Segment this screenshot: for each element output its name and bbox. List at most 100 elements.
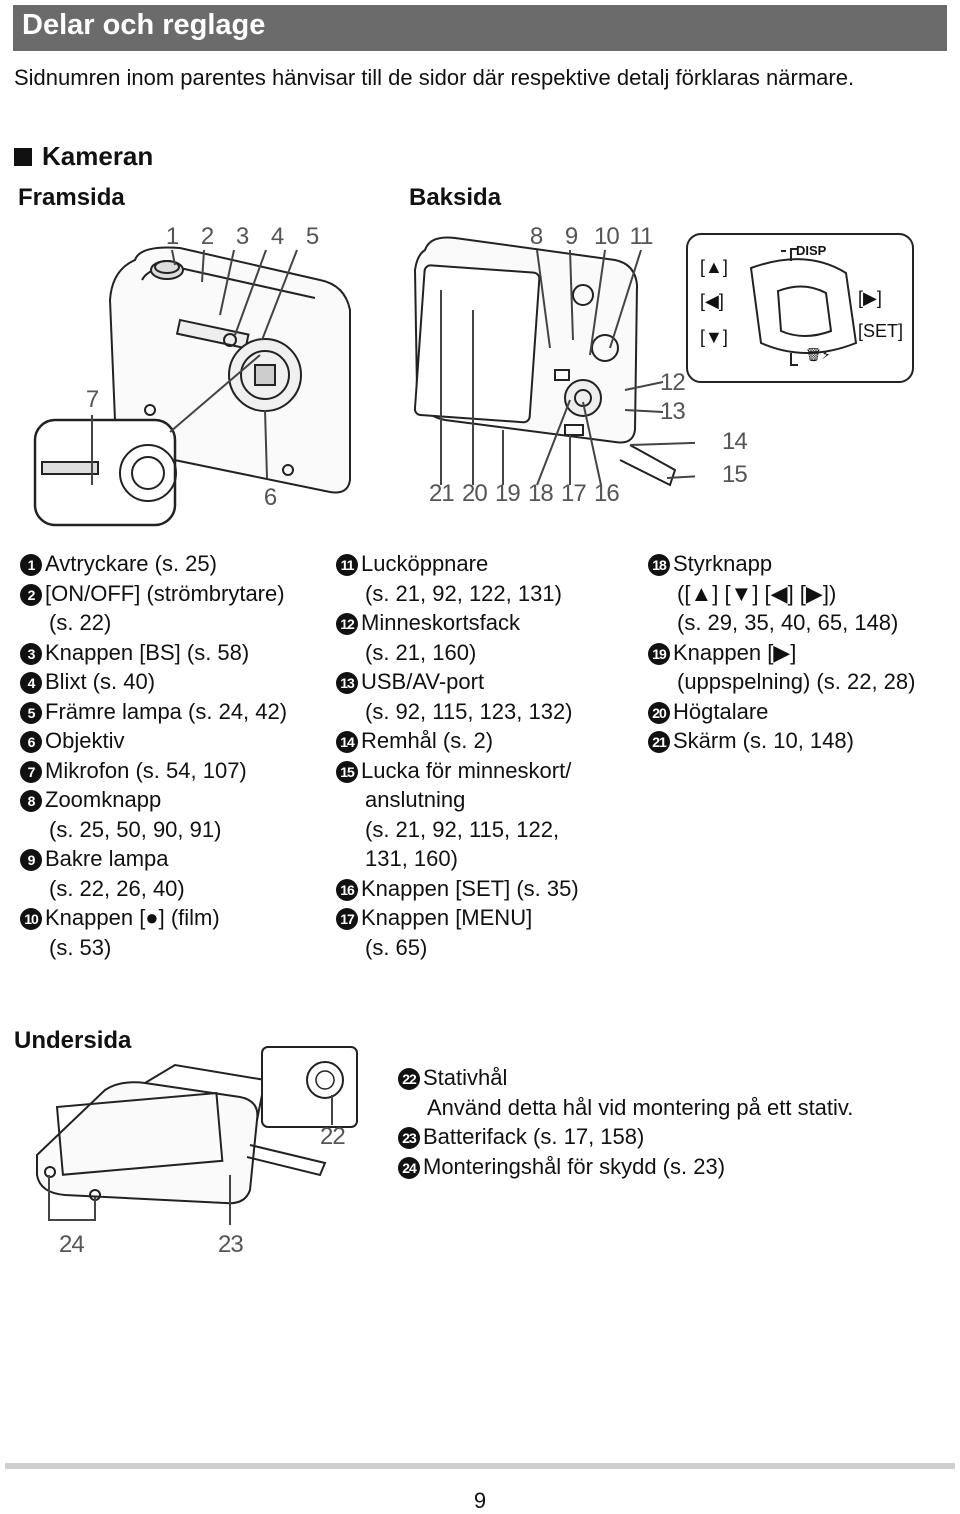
item-continuation: (s. 22, 26, 40) [49, 875, 185, 901]
item-continuation: Använd detta hål vid montering på ett st… [427, 1094, 854, 1120]
item-label: Knappen [BS] (s. 58) [45, 639, 250, 665]
item-number-badge: 1 [20, 554, 42, 577]
back-camera-illustration [413, 236, 695, 487]
callout-3: 3 [235, 223, 249, 250]
item-continuation: ([▲] [▼] [◀] [▶]) [677, 580, 837, 606]
item-number-badge: 24 [398, 1156, 420, 1179]
item-continuation: (s. 22) [49, 610, 112, 635]
callout-16: 16 [594, 480, 620, 507]
item-label: Mikrofon (s. 54, 107) [45, 757, 247, 783]
item-number-badge: 9 [20, 849, 42, 872]
item-label: Lucköppnare [361, 551, 489, 576]
callout-21: 21 [429, 480, 455, 507]
item-number-badge: 11 [336, 554, 358, 577]
callout-12: 12 [660, 369, 686, 396]
item-number-badge: 19 [648, 642, 670, 665]
item-number-badge: 17 [336, 908, 358, 931]
item-label: Knappen [MENU] [361, 905, 533, 930]
callout-9: 9 [564, 223, 578, 250]
page-title: Delar och reglage [22, 9, 266, 41]
item-number-badge: 14 [336, 731, 358, 754]
item-label: USB/AV-port [361, 669, 485, 694]
bottom-heading: Undersida [14, 1027, 132, 1054]
item-label: Zoomknapp [45, 787, 162, 812]
item-label: Skärm (s. 10, 148) [673, 728, 854, 753]
callout-4: 4 [270, 223, 284, 250]
callout-13: 13 [660, 398, 686, 425]
callout-19: 19 [495, 480, 521, 507]
item-continuation: 131, 160) [365, 846, 458, 871]
item-label: Knappen [▶] [673, 639, 797, 665]
callout-6: 6 [263, 484, 277, 511]
square-bullet-icon [14, 148, 32, 166]
item-continuation: (s. 53) [49, 934, 112, 960]
callout-20: 20 [462, 480, 488, 507]
callout-22: 22 [320, 1123, 346, 1150]
item-label: [ON/OFF] (strömbrytare) [45, 580, 285, 606]
section-title: Kameran [42, 141, 154, 171]
bottom-camera-illustration [36, 1046, 358, 1225]
item-continuation: anslutning [365, 787, 466, 812]
item-label: Blixt (s. 40) [45, 669, 156, 694]
item-label: Knappen [●] (film) [45, 905, 220, 930]
footer-divider [5, 1463, 955, 1469]
item-number-badge: 23 [398, 1127, 420, 1150]
item-continuation: (s. 29, 35, 40, 65, 148) [677, 610, 899, 635]
item-label: Objektiv [45, 728, 125, 753]
page-number: 9 [473, 1488, 487, 1513]
item-number-badge: 13 [336, 672, 358, 695]
callout-18: 18 [528, 480, 554, 507]
item-label: Lucka för minneskort/ [361, 757, 572, 783]
item-label: Avtryckare (s. 25) [45, 551, 217, 576]
item-number-badge: 22 [398, 1068, 420, 1091]
item-number-badge: 2 [20, 583, 42, 606]
callout-7: 7 [85, 386, 99, 413]
front-camera-illustration [33, 246, 351, 527]
item-number-badge: 16 [336, 878, 358, 901]
item-continuation: (s. 25, 50, 90, 91) [49, 816, 222, 842]
dpad-right-label: [▶] [858, 288, 882, 308]
item-continuation: (s. 92, 115, 123, 132) [365, 698, 573, 724]
dpad-disp-label: DISP [796, 243, 827, 258]
front-heading: Framsida [18, 184, 125, 211]
item-number-badge: 12 [336, 613, 358, 636]
item-label: Remhål (s. 2) [361, 728, 494, 753]
item-number-badge: 5 [20, 701, 42, 724]
dpad-set-label: [SET] [858, 321, 904, 341]
item-continuation: (uppspelning) (s. 22, 28) [677, 669, 916, 694]
title-bar [13, 5, 947, 51]
dpad-up-label: [▲] [700, 257, 728, 277]
item-continuation: (s. 21, 160) [365, 639, 477, 665]
dpad-down-label: [▼] [700, 327, 728, 347]
callout-1: 1 [165, 223, 179, 250]
item-label: Monteringshål för skydd (s. 23) [423, 1153, 726, 1179]
item-label: Stativhål [423, 1065, 508, 1090]
callout-5: 5 [305, 223, 319, 250]
item-continuation: (s. 21, 92, 122, 131) [365, 580, 562, 606]
item-number-badge: 4 [20, 672, 42, 695]
item-label: Styrknapp [673, 551, 773, 576]
item-label: Knappen [SET] (s. 35) [361, 875, 579, 901]
callout-23: 23 [218, 1231, 244, 1258]
intro-text: Sidnumren inom parentes hänvisar till de… [14, 65, 855, 90]
item-number-badge: 8 [20, 790, 42, 813]
